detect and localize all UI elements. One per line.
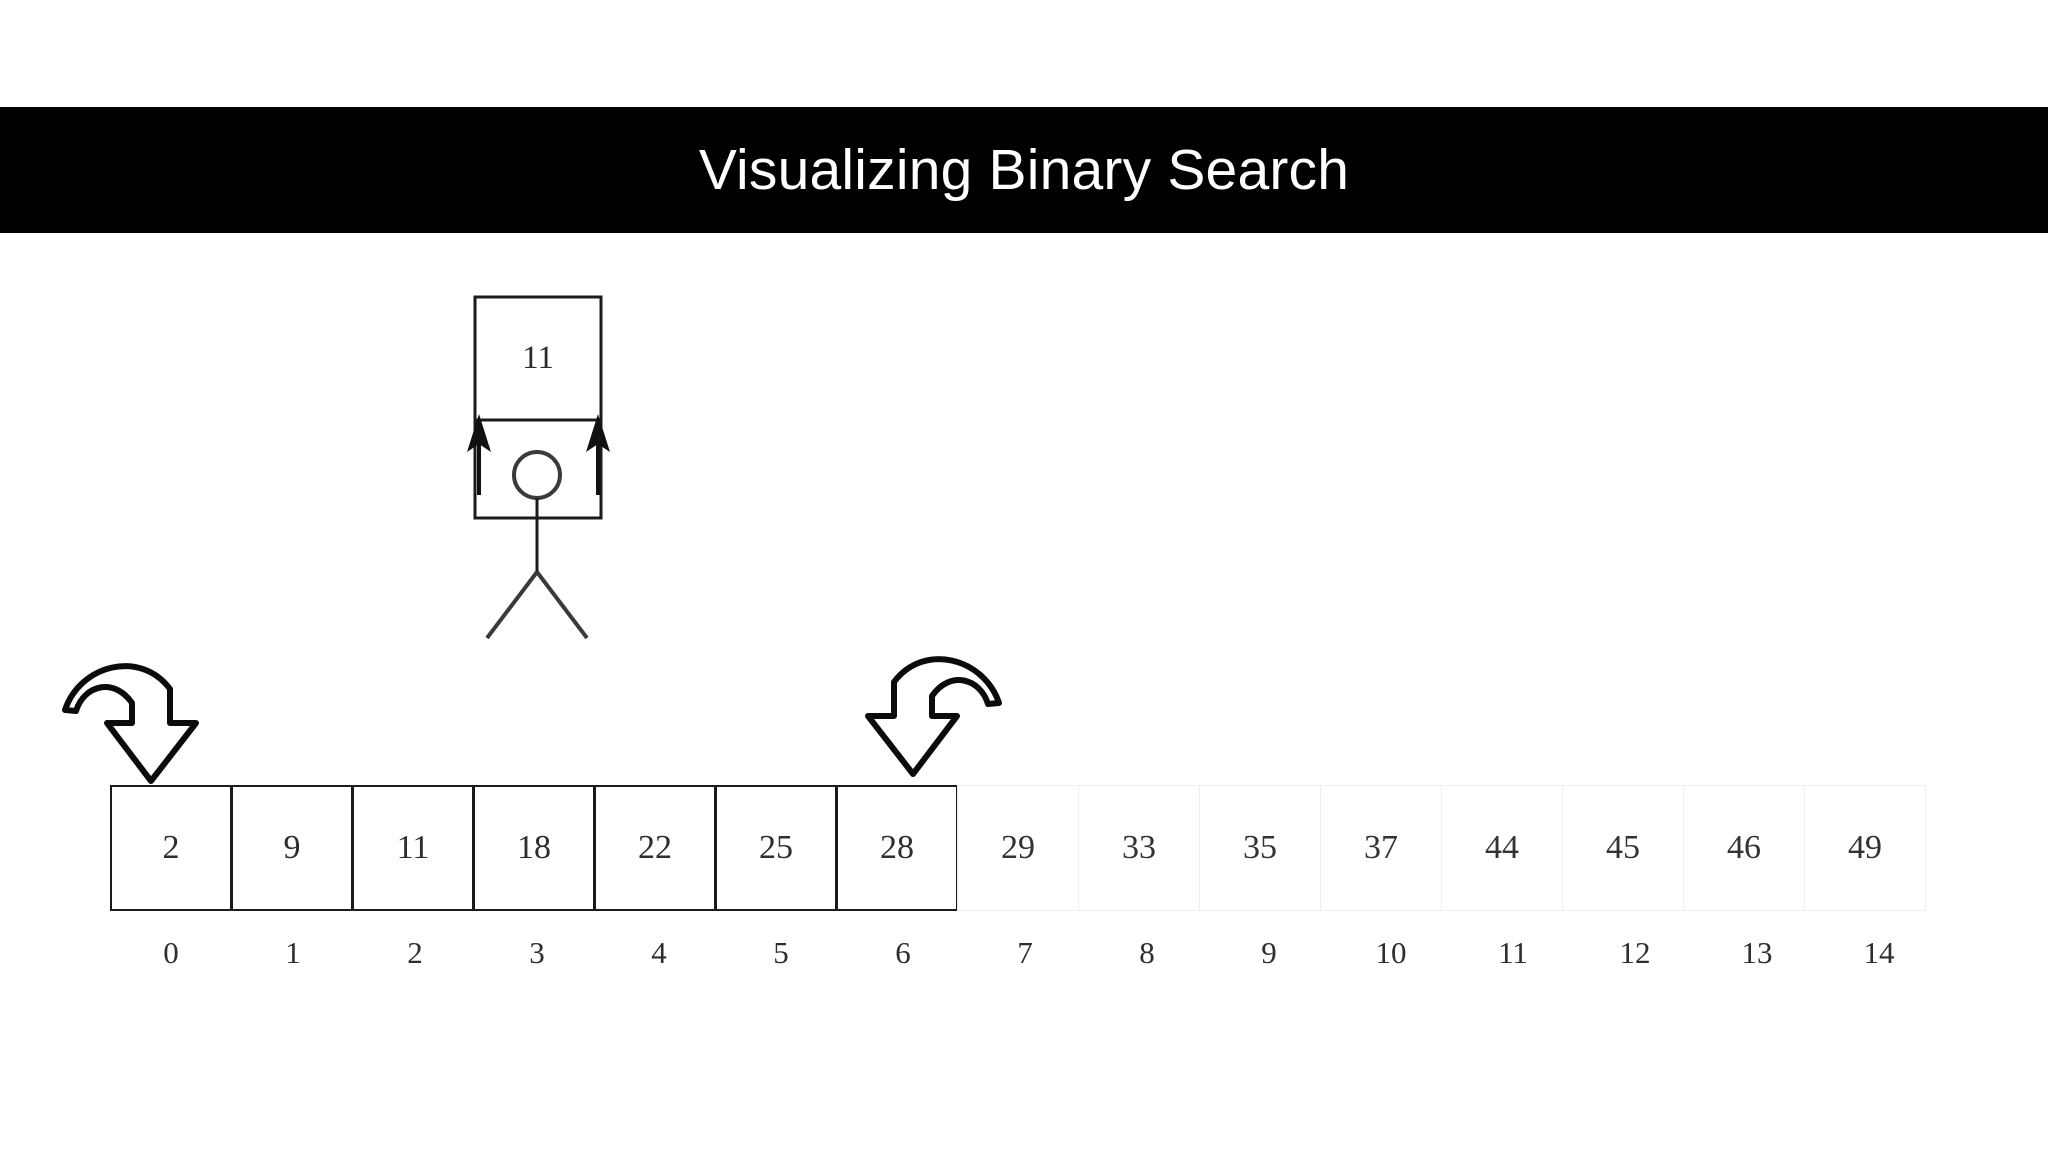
array-cell[interactable]: 45 — [1562, 785, 1684, 911]
array-index-label: 8 — [1139, 935, 1155, 970]
array-index-label: 12 — [1619, 935, 1651, 970]
array-cell[interactable]: 44 — [1441, 785, 1563, 911]
array-index-label: 6 — [895, 935, 911, 970]
stick-figure-icon — [467, 295, 610, 640]
array-index-label: 1 — [285, 935, 301, 970]
array-cell[interactable]: 28 — [836, 785, 958, 911]
arrow-up-icon-right — [586, 414, 610, 495]
array-cell[interactable]: 2 — [110, 785, 232, 911]
array-cell[interactable]: 29 — [957, 785, 1079, 911]
arrow-up-icon-left — [467, 414, 491, 495]
array-index-label: 14 — [1863, 935, 1895, 970]
title-banner: Visualizing Binary Search — [0, 107, 2048, 233]
array-index-label: 0 — [163, 935, 179, 970]
array-index-label: 3 — [529, 935, 545, 970]
array-cell[interactable]: 49 — [1804, 785, 1926, 911]
page-title: Visualizing Binary Search — [698, 138, 1350, 202]
stick-figure-with-query: 11 — [430, 280, 690, 660]
array-cell[interactable]: 22 — [594, 785, 716, 911]
array-cell[interactable]: 25 — [715, 785, 837, 911]
array-cell[interactable]: 9 — [231, 785, 353, 911]
high-pointer-arrow — [852, 648, 1002, 793]
array-index-label: 10 — [1375, 935, 1407, 970]
array-index-label: 11 — [1498, 935, 1528, 970]
head-icon — [512, 450, 562, 500]
low-pointer-arrow — [62, 655, 212, 800]
array-index-label: 5 — [773, 935, 789, 970]
array-index-label: 13 — [1741, 935, 1773, 970]
array-cell[interactable]: 33 — [1078, 785, 1200, 911]
curved-arrow-down-icon — [865, 656, 1002, 777]
array-cell[interactable]: 11 — [352, 785, 474, 911]
array-cell[interactable]: 18 — [473, 785, 595, 911]
array-index-label: 2 — [407, 935, 423, 970]
leg-right-icon — [535, 570, 589, 640]
query-box-icon — [473, 295, 603, 422]
leg-left-icon — [485, 570, 539, 640]
curved-arrow-down-icon — [62, 663, 199, 784]
array-cell[interactable]: 37 — [1320, 785, 1442, 911]
array-index-label: 4 — [651, 935, 667, 970]
array-cell[interactable]: 46 — [1683, 785, 1805, 911]
array-index-label: 9 — [1261, 935, 1277, 970]
array-cell[interactable]: 35 — [1199, 785, 1321, 911]
array-index-label: 7 — [1017, 935, 1033, 970]
